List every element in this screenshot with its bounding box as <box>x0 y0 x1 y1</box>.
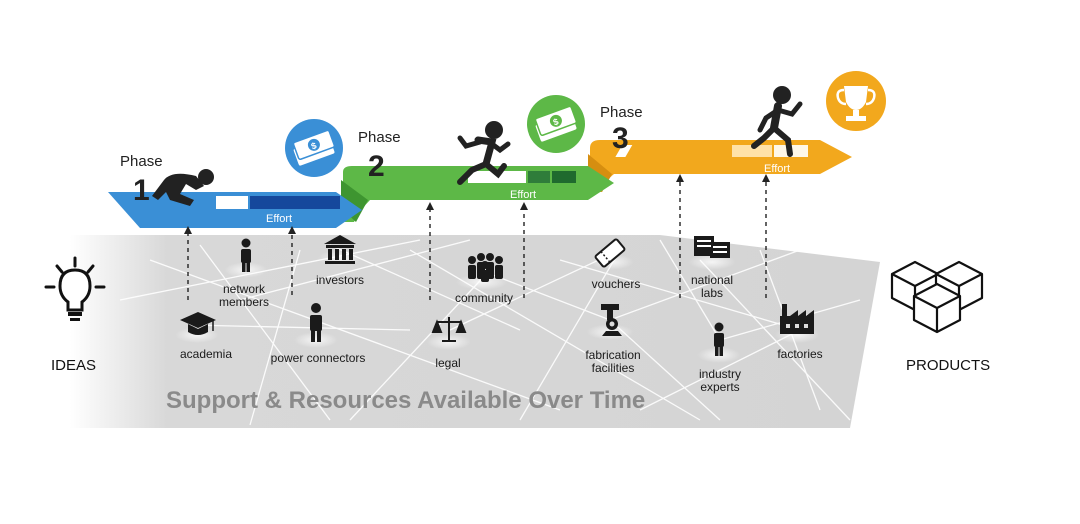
dashed-arrows <box>187 180 767 300</box>
robot-arm-icon <box>601 304 622 336</box>
phase-1-bar: Effort <box>108 192 362 228</box>
ideas-label: IDEAS <box>51 357 96 374</box>
academia-label: academia <box>180 347 232 361</box>
products-label: PRODUCTS <box>906 357 990 374</box>
community-label: community <box>455 291 513 305</box>
diagram-title: Support & Resources Available Over Time <box>166 387 645 414</box>
network-members-label-2: members <box>219 295 269 309</box>
person-icon <box>714 322 724 356</box>
fabrication-facilities-label-2: facilities <box>592 361 635 375</box>
industry-experts-label-1: industry <box>699 367 741 381</box>
phase-1-effort-label: Effort <box>266 213 292 225</box>
lightbulb-icon <box>44 256 106 321</box>
phase-3-effort-label: Effort <box>764 163 790 175</box>
svg-text:$: $ <box>310 140 318 151</box>
sprinting-runner-icon <box>457 121 511 185</box>
svg-text:$: $ <box>552 116 560 127</box>
arrow-heads <box>184 174 770 234</box>
national-labs-label-2: labs <box>701 286 723 300</box>
cubes-icon <box>890 260 984 334</box>
scales-icon <box>431 317 467 342</box>
phase-2-effort-label: Effort <box>510 189 536 201</box>
phase-2-bar: Effort <box>341 166 614 222</box>
running-person-icon <box>751 86 803 157</box>
industry-experts-label-2: experts <box>700 380 739 394</box>
bank-icon <box>324 235 356 264</box>
network-members-label-1: network <box>223 282 266 296</box>
person-icon <box>241 238 251 272</box>
fabrication-facilities-label-1: fabrication <box>585 348 640 362</box>
crouching-runner-icon <box>152 169 214 206</box>
trophy-icon <box>826 71 886 131</box>
phase-3-number: 3 <box>612 122 629 155</box>
phase-1-number: 1 <box>133 174 150 207</box>
crowd-icon <box>468 253 503 282</box>
graduation-cap-icon <box>180 312 216 335</box>
ticket-icon <box>594 238 626 268</box>
phase-2-word: Phase <box>358 129 401 146</box>
vouchers-label: vouchers <box>592 277 641 291</box>
national-labs-label-1: national <box>691 273 733 287</box>
money-icon: $ <box>527 95 585 153</box>
factories-label: factories <box>777 347 822 361</box>
money-icon: $ <box>285 119 343 177</box>
factory-icon <box>780 304 814 334</box>
investors-label: investors <box>316 273 364 287</box>
building-icon <box>694 236 730 258</box>
legal-label: legal <box>435 356 460 370</box>
power-connectors-label: power connectors <box>271 351 366 365</box>
person-icon <box>310 303 322 342</box>
phase-1-word: Phase <box>120 153 163 170</box>
phase-2-number: 2 <box>368 150 385 183</box>
phase-3-word: Phase <box>600 104 643 121</box>
